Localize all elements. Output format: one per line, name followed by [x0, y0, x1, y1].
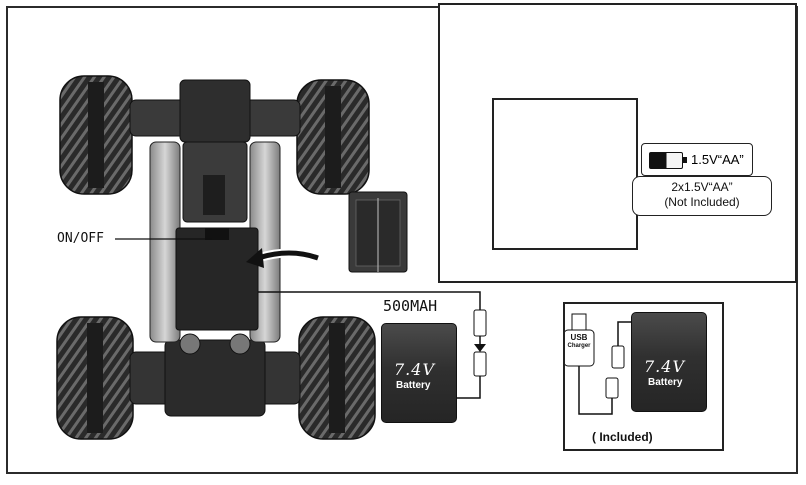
aa-battery-label: 1.5V“AA”: [691, 152, 744, 167]
front-left-tire: [59, 75, 133, 195]
usb-charger-text: USB Charger: [566, 333, 592, 350]
included-label: ( Included): [592, 430, 653, 444]
remote-detail-panel: [492, 98, 638, 250]
usb-charger-icon: [563, 313, 632, 415]
aa-count-label: 2x1.5V“AA”: [671, 180, 733, 194]
remote-install-panel: [438, 3, 797, 283]
battery-pack-icon: 7.4V Battery: [631, 312, 707, 412]
usb-label: USB: [570, 333, 588, 342]
rear-right-tire: [298, 316, 376, 440]
battery-voltage: 7.4V: [644, 357, 685, 376]
charger-label: Charger: [567, 343, 591, 349]
front-right-tire: [296, 79, 370, 195]
chassis-wire: [258, 291, 481, 310]
battery-capacity-label: 500MAH: [383, 297, 438, 315]
aa-battery-box: 1.5V“AA”: [641, 143, 753, 176]
battery-word: Battery: [648, 377, 683, 388]
usb-charging-panel: [563, 302, 724, 451]
connector-icon: [455, 309, 487, 399]
battery-pack-icon: 7.4V Battery: [381, 323, 457, 423]
receiver-icon: [348, 191, 408, 273]
on-off-label: ON/OFF: [57, 231, 104, 246]
rear-left-tire: [56, 316, 134, 440]
rc-car-chassis-icon: [56, 75, 376, 440]
aa-battery-icon: [649, 152, 687, 169]
arrow-icon: [246, 248, 320, 268]
battery-voltage: 7.4V: [394, 360, 435, 379]
aa-caption: 2x1.5V“AA” (Not Included): [632, 176, 772, 216]
aa-not-included-label: (Not Included): [664, 195, 740, 209]
battery-word: Battery: [396, 380, 431, 391]
